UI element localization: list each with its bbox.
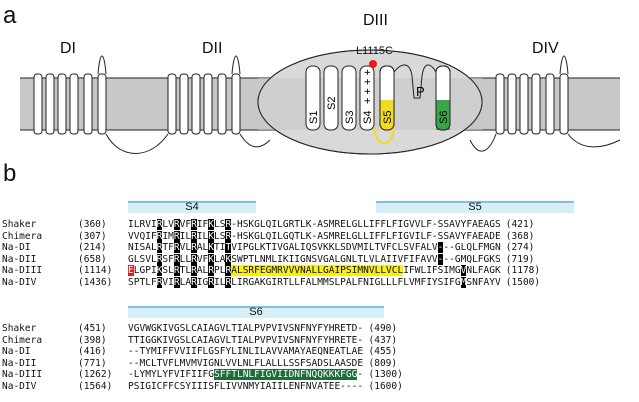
- channel-topology-diagram: S1 S2 S3 S4 + + + + S5 S6 P: [20, 49, 621, 155]
- row-start-position: (1262): [78, 369, 113, 380]
- row-end-position: (368): [505, 230, 535, 242]
- region-band-s4: [128, 201, 256, 213]
- row-end-position: (421): [505, 219, 535, 230]
- row-name: Na-DIII: [2, 369, 43, 380]
- row-name: Na-DI: [2, 346, 31, 357]
- row-sequence: --TYMIFFVVIIFLGSFYLINLILAVVAMAYAEQNEATLA…: [128, 346, 364, 357]
- panel-a-label: a: [3, 2, 17, 29]
- row-end-position: (274): [505, 242, 535, 253]
- row-start-position: (416): [78, 346, 107, 357]
- segment-label-s1: S1: [308, 111, 320, 124]
- row-name: Shaker: [2, 323, 37, 334]
- row-name: Shaker: [2, 219, 37, 230]
- segment-label-s4: S4: [362, 111, 374, 124]
- domain-ii-helices: [167, 73, 241, 135]
- domain-iv-helices: [495, 73, 569, 135]
- panel-b-label: b: [3, 160, 17, 187]
- row-sequence: NISALRTFRVLRALKTITVIPGLKTIVGALIQSVKKLSDV…: [128, 242, 501, 253]
- row-start-position: (1436): [78, 276, 113, 288]
- row-name: Na-DII: [2, 253, 37, 265]
- region-band-s5: [376, 201, 574, 213]
- row-end-position: (1178): [505, 265, 541, 276]
- row-sequence: --MCLTVFLMVMVIGNLVVLNLFLALLLSSFSADSLAASD…: [128, 357, 364, 369]
- row-start-position: (451): [78, 323, 107, 334]
- row-start-position: (1564): [78, 380, 113, 392]
- row-end-position: (490): [368, 323, 398, 334]
- row-sequence: SPTLFRVIRLARIGRILRLIRGAKGIRTLLFALMMSLPAL…: [128, 276, 501, 288]
- row-name: Chimera: [2, 334, 43, 346]
- row-end-position: (809): [368, 357, 398, 369]
- row-name: Na-DIV: [2, 276, 37, 288]
- row-sequence: PSIGICFFCSYIIISFLIVVNMYIAIILENFNVATEE---…: [128, 380, 364, 392]
- row-start-position: (658): [78, 253, 107, 265]
- s4-s5-linker: [373, 127, 395, 145]
- row-end-position: (1500): [505, 276, 541, 288]
- segment-label-s6: S6: [438, 111, 450, 124]
- row-end-position: (719): [505, 253, 535, 265]
- row-name: Na-DIV: [2, 380, 37, 392]
- region-label-s6: S6: [249, 306, 263, 318]
- row-start-position: (214): [78, 242, 107, 253]
- row-end-position: (1600): [368, 380, 403, 392]
- domain-label-dii: DII: [202, 40, 223, 57]
- sequence-alignment: S4 S5 Shaker (360) ILRVIRLVRVFRIFKLSR-HSKG…: [0, 190, 639, 402]
- region-label-s4: S4: [185, 201, 199, 213]
- segment-label-s5: S5: [382, 111, 394, 124]
- region-band-s6: [128, 306, 384, 318]
- row-sequence: ILRVIRLVRVFRIFKLSR-HSKGLQILGRTLK-ASMRELG…: [128, 219, 501, 230]
- row-sequence: VGVWGKIVGSLCAIAGVLTIALPVPVIVSNFNYFYHRETD…: [128, 323, 364, 334]
- row-end-position: (1300): [368, 369, 403, 380]
- segment-label-s3: S3: [344, 111, 356, 124]
- row-start-position: (398): [78, 334, 107, 346]
- pore-label: P: [416, 84, 425, 99]
- mutation-site-dot: [369, 60, 377, 68]
- mutation-label: L1115C: [356, 45, 393, 57]
- region-label-s5: S5: [468, 201, 482, 213]
- row-sequence: TTIGGKIVGSLCAIAGVLTIALPVPVIVSNFNYFYHRETE…: [128, 334, 364, 346]
- row-end-position: (455): [368, 346, 398, 357]
- domain-i-helices: [33, 73, 107, 135]
- row-start-position: (360): [78, 219, 107, 230]
- row-start-position: (307): [78, 230, 107, 242]
- connecting-loops: [97, 55, 621, 154]
- row-start-position: (1114): [78, 265, 113, 276]
- domain-label-div: DIV: [532, 40, 559, 57]
- row-end-position: (437): [368, 334, 398, 346]
- row-name: Chimera: [2, 230, 43, 242]
- row-name: Na-DIII: [2, 265, 43, 276]
- segment-label-s2: S2: [326, 97, 338, 110]
- s4-charges: + + + +: [362, 69, 374, 104]
- row-sequence: VVQIFRIMRILRILKLSR-HSKGLQILGQTLK-ASMRELG…: [128, 230, 501, 242]
- row-sequence: ELGPIKSLRTLRALRPLRALSRFEGMRVVVNALLGAIPSI…: [128, 265, 501, 276]
- row-name: Na-DI: [2, 242, 31, 253]
- row-sequence: GLSVLRSFRLLRVFKLAKSWPTLNMLIKIIGNSVGALGNL…: [128, 253, 501, 265]
- domain-label-diii: DIII: [363, 12, 388, 29]
- domain-label-di: DI: [60, 40, 76, 57]
- row-sequence: -LYMYLYFVIFIIFGSFFTLNLFIGVIIDNFNQQKKKFGG…: [128, 369, 364, 380]
- row-start-position: (771): [78, 357, 107, 369]
- row-name: Na-DII: [2, 357, 37, 369]
- domain-iii-helices: [305, 65, 451, 131]
- pore-loop: [393, 64, 437, 99]
